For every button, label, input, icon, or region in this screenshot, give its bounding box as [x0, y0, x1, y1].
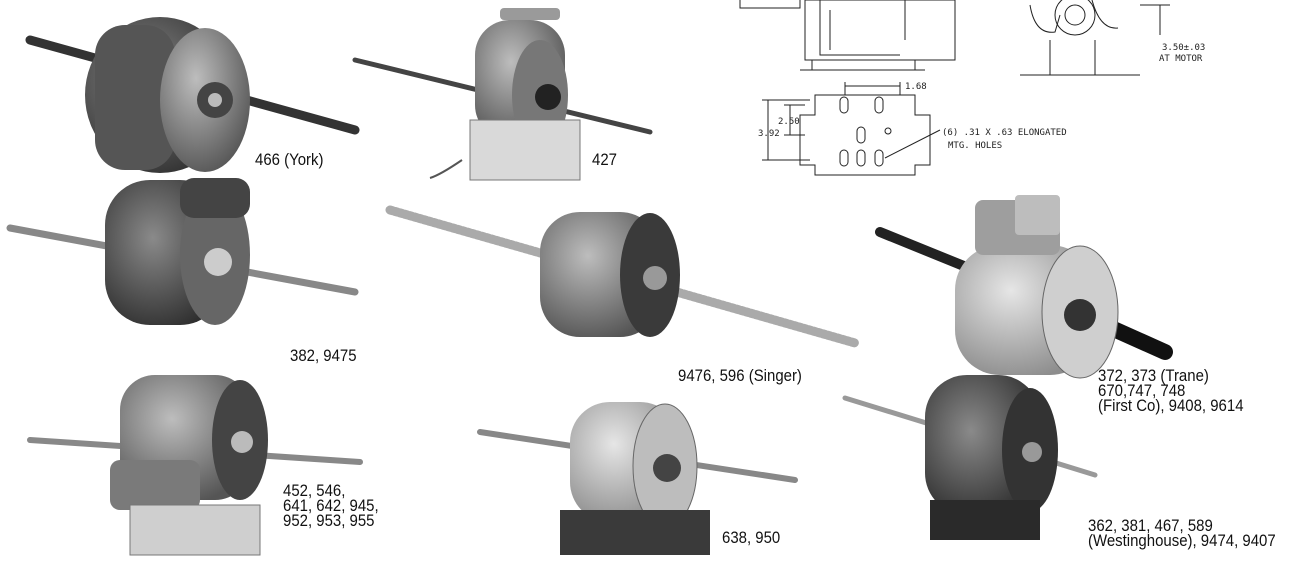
motor-372-trane-image — [875, 195, 1173, 379]
caption-line: 427 — [592, 150, 617, 169]
caption-638: 638, 950 — [722, 528, 781, 547]
caption-line: 641, 642, 945, — [283, 496, 379, 515]
motor-427-image — [352, 8, 653, 181]
caption-382: 382, 9475 — [290, 346, 357, 365]
caption-9476-singer: 9476, 596 (Singer) — [678, 366, 802, 385]
holes-label-line1: (6) .31 X .63 ELONGATED — [942, 128, 1067, 138]
motor-466-york-image — [25, 17, 360, 173]
motor-9476-singer-image — [385, 205, 860, 348]
caption-452: 452, 546, 641, 642, 945, 952, 953, 955 — [283, 481, 379, 530]
motor-638-image — [477, 402, 798, 555]
caption-line: (Westinghouse), 9474, 9407 — [1088, 531, 1276, 550]
caption-line: 452, 546, — [283, 481, 346, 500]
dim-3-92: 3.92 — [758, 129, 780, 139]
motor-452-image — [27, 375, 363, 556]
caption-line: 362, 381, 467, 589 — [1088, 516, 1213, 535]
caption-466-york: 466 (York) — [255, 150, 324, 169]
dim-1-68: 1.68 — [905, 82, 927, 92]
caption-427: 427 — [592, 150, 617, 169]
caption-362-westinghouse: 362, 381, 467, 589 (Westinghouse), 9474,… — [1088, 516, 1276, 550]
caption-line: 638, 950 — [722, 528, 781, 547]
holes-label-line2: MTG. HOLES — [948, 141, 1002, 151]
caption-line: 952, 953, 955 — [283, 511, 375, 530]
motor-362-westinghouse-image — [842, 375, 1098, 540]
caption-line: 670,747, 748 — [1098, 381, 1186, 400]
caption-line: 382, 9475 — [290, 346, 357, 365]
dimension-drawing — [739, 0, 1170, 176]
caption-line: (First Co), 9408, 9614 — [1098, 396, 1244, 415]
caption-line: 372, 373 (Trane) — [1098, 366, 1209, 385]
caption-372-trane: 372, 373 (Trane) 670,747, 748 (First Co)… — [1098, 366, 1244, 415]
caption-line: 466 (York) — [255, 150, 324, 169]
dim-3-50: 3.50±.03 — [1162, 43, 1205, 53]
at-motor-label: AT MOTOR — [1159, 54, 1203, 64]
dim-2-50: 2.50 — [778, 117, 800, 127]
caption-line: 9476, 596 (Singer) — [678, 366, 802, 385]
motor-382-image — [6, 178, 359, 325]
